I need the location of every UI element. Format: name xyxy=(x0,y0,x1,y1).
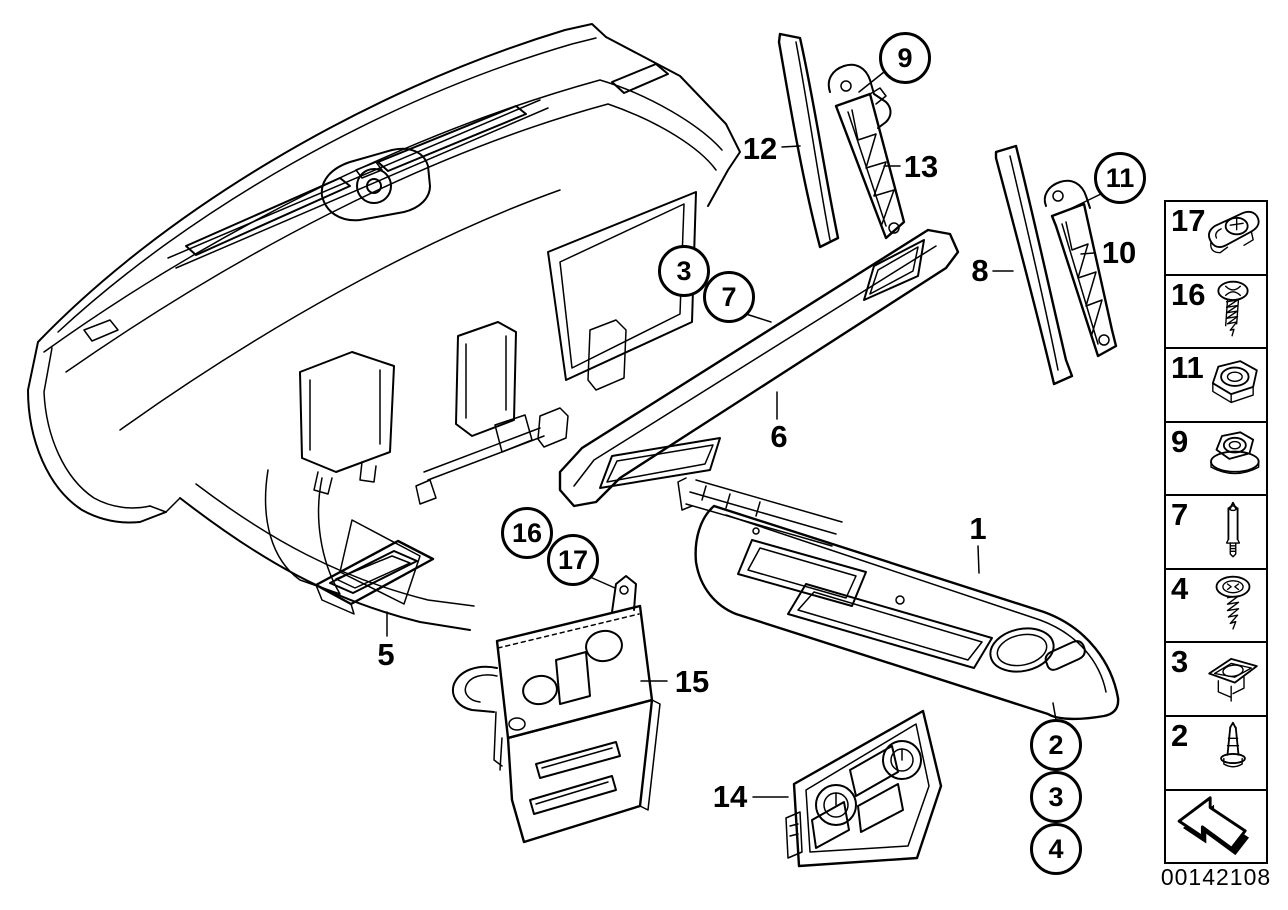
part-label-12: 12 xyxy=(742,131,778,166)
part-10-pillar-carrier xyxy=(1045,181,1116,356)
part-callout-circle-9: 9 xyxy=(879,32,931,84)
stud-pin-icon xyxy=(1225,501,1241,558)
part-callout-circle-7: 7 xyxy=(703,271,755,323)
legend-part-number: 2 xyxy=(1171,717,1189,753)
part-12-pillar-trim xyxy=(779,34,838,247)
part-label-10: 10 xyxy=(1101,235,1137,270)
part-13-pillar-carrier xyxy=(829,65,904,238)
part-label-6: 6 xyxy=(770,419,788,454)
legend-item-2: 2 xyxy=(1166,717,1266,791)
legend-footer xyxy=(1166,791,1266,863)
part-callout-circle-11: 11 xyxy=(1094,152,1146,204)
screw-icon xyxy=(1217,281,1249,337)
part-8-pillar-trim xyxy=(996,146,1072,384)
part-15-centre-carrier xyxy=(453,576,660,842)
legend-part-number: 11 xyxy=(1171,350,1204,386)
clip-grommet-icon xyxy=(1208,658,1258,702)
legend-part-number: 4 xyxy=(1171,570,1189,606)
part-14-heater-panel xyxy=(786,711,941,866)
legend-part-number: 7 xyxy=(1171,497,1189,533)
part-label-1: 1 xyxy=(969,511,987,546)
part-label-15: 15 xyxy=(674,664,710,699)
part-6-decor-strip xyxy=(560,230,958,506)
parts-legend: 17 16 11 9 xyxy=(1164,200,1268,864)
flange-nut-icon xyxy=(1210,431,1260,475)
part-callout-circle-2: 2 xyxy=(1030,719,1082,771)
part-label-13: 13 xyxy=(903,149,939,184)
legend-item-9: 9 xyxy=(1166,423,1266,497)
legend-part-number: 9 xyxy=(1171,423,1189,459)
legend-part-number: 3 xyxy=(1171,644,1189,680)
legend-item-4: 4 xyxy=(1166,570,1266,644)
part-callout-circle-3: 3 xyxy=(658,245,710,297)
part-callout-circle-16: 16 xyxy=(501,507,553,559)
part-label-8: 8 xyxy=(971,253,989,288)
legend-part-number: 17 xyxy=(1171,203,1206,238)
legend-item-7: 7 xyxy=(1166,496,1266,570)
hex-nut-icon xyxy=(1211,360,1258,404)
page-back-arrow-icon xyxy=(1177,796,1250,856)
legend-item-16: 16 xyxy=(1166,276,1266,350)
part-callout-circle-3: 3 xyxy=(1030,771,1082,823)
dashboard-assembly-drawing xyxy=(28,24,740,630)
legend-part-number: 16 xyxy=(1171,276,1206,312)
legend-item-11: 11 xyxy=(1166,349,1266,423)
part-label-14: 14 xyxy=(712,779,748,814)
document-number: 00142108 xyxy=(1160,864,1272,890)
part-5-decor-plate xyxy=(316,541,433,614)
part-label-5: 5 xyxy=(377,637,395,672)
legend-item-3: 3 xyxy=(1166,643,1266,717)
part-callout-circle-4: 4 xyxy=(1030,823,1082,875)
part-callout-circle-17: 17 xyxy=(547,534,599,586)
legend-item-17: 17 xyxy=(1166,202,1266,276)
part-1-console-panel xyxy=(678,478,1118,719)
cage-nut-icon xyxy=(1208,210,1260,254)
washer-screw-icon xyxy=(1215,575,1251,630)
expansion-rivet-icon xyxy=(1220,721,1246,768)
leader-lines xyxy=(387,72,1103,797)
